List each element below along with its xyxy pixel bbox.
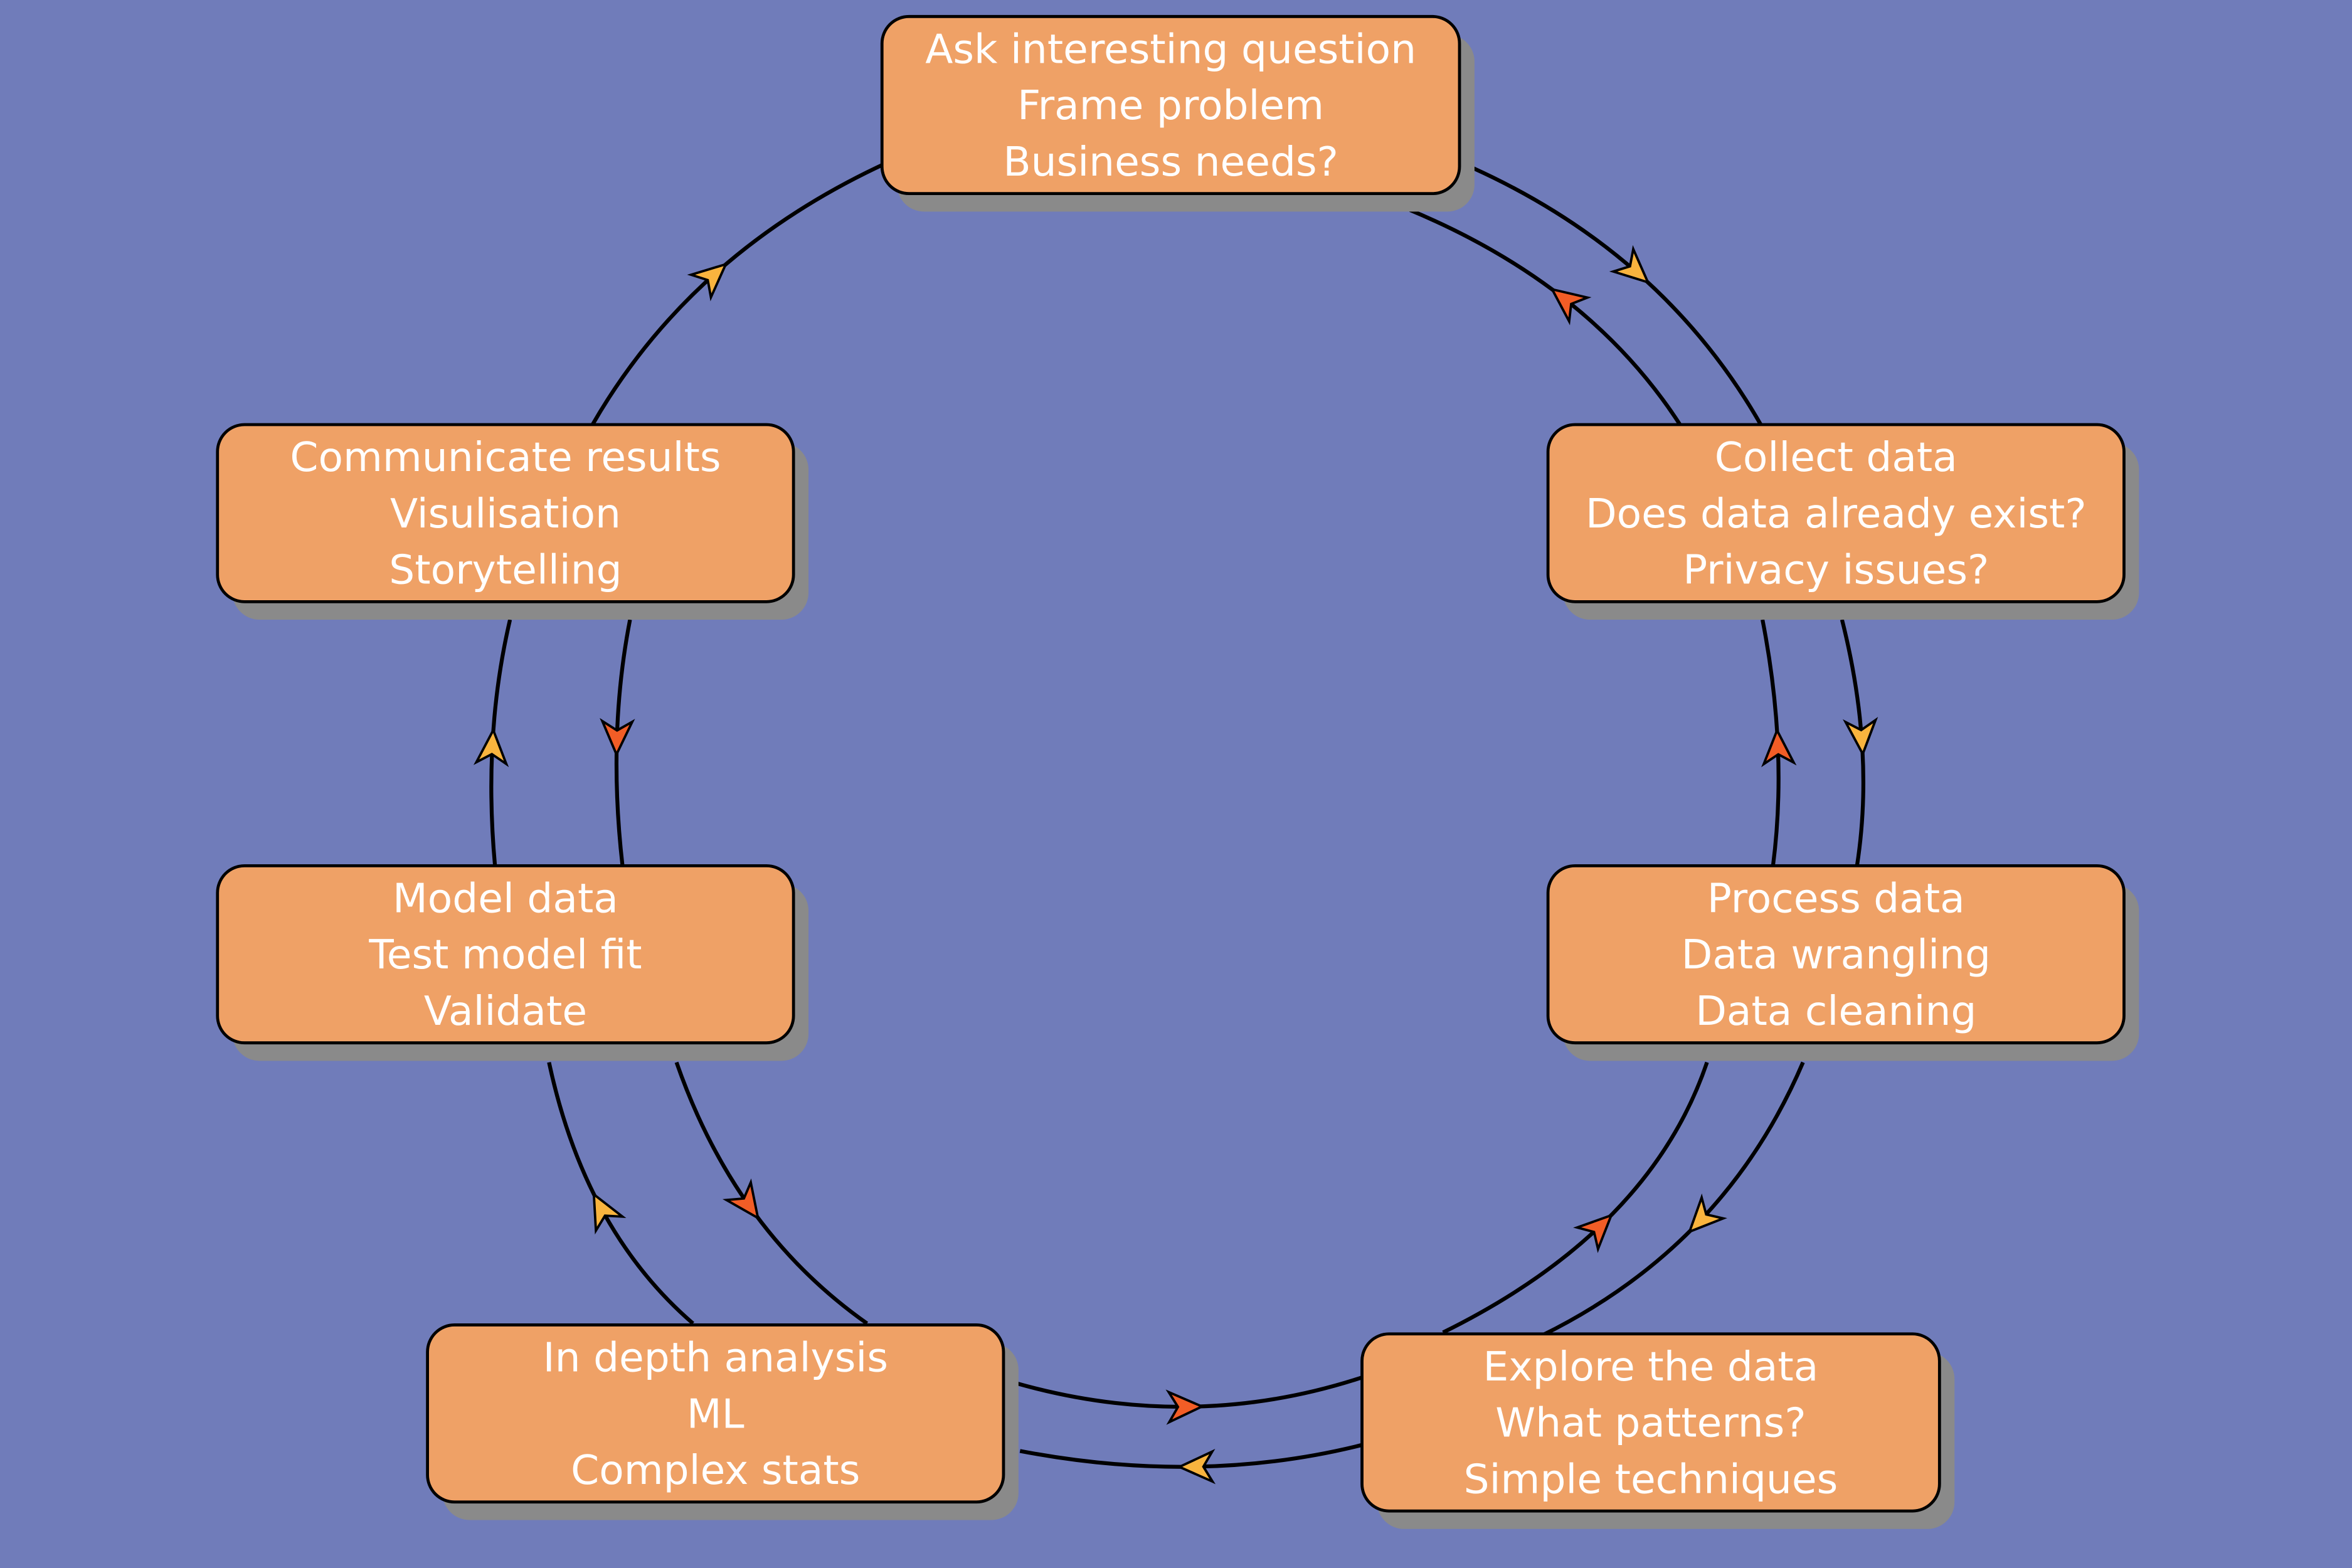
node-label-line: Model data	[393, 876, 618, 923]
node-label-line: Explore the data	[1483, 1343, 1819, 1391]
node-label-line: Frame problem	[1017, 82, 1324, 129]
node-label-line: Data wrangling	[1682, 931, 1991, 978]
node-box	[216, 423, 795, 603]
node-box	[1360, 1332, 1941, 1513]
node-label-line: Storytelling	[389, 547, 622, 594]
edge-collect-to-ask	[1409, 208, 1682, 426]
backward-arrowhead-icon	[1165, 1389, 1205, 1425]
node-label-line: Process data	[1707, 876, 1965, 923]
backward-arrowhead-icon	[600, 718, 635, 758]
node-label-line: Ask interesting question	[925, 26, 1416, 73]
node-label-line: Complex stats	[571, 1447, 860, 1494]
node-box	[216, 864, 795, 1045]
node-label-line: Data cleaning	[1695, 988, 1976, 1035]
forward-arrowhead-icon	[1687, 1193, 1727, 1234]
edge-ask-to-collect	[1472, 166, 1764, 429]
node-label-line: Privacy issues?	[1683, 547, 1989, 594]
node-label-line: Collect data	[1715, 434, 1957, 481]
node-label-line: Does data already exist?	[1586, 490, 2087, 538]
backward-arrowhead-icon	[722, 1178, 760, 1221]
forward-arrowhead-icon	[687, 262, 728, 302]
node-box	[880, 14, 1461, 196]
forward-arrowhead-icon	[1843, 717, 1878, 757]
edge-analysis-to-model	[547, 1062, 694, 1325]
node-label-line: ML	[687, 1391, 744, 1438]
forward-arrowhead-icon	[1609, 245, 1650, 285]
edge-communicate-to-ask	[590, 163, 883, 426]
arrowheads-layer	[473, 245, 1878, 1485]
forward-arrowhead-icon	[473, 727, 509, 768]
node-label-line: What patterns?	[1495, 1400, 1806, 1447]
edge-model-to-analysis	[674, 1061, 869, 1325]
node-label-line: In depth analysis	[543, 1335, 888, 1382]
node-communicate: Communicate resultsVisulisationStorytell…	[216, 423, 809, 620]
node-label-line: Business needs?	[1003, 139, 1338, 186]
node-label-line: Visulisation	[390, 490, 621, 538]
forward-arrowhead-icon	[592, 1192, 627, 1235]
edge-explore-to-process	[1442, 1061, 1709, 1335]
node-label-line: Validate	[424, 988, 587, 1035]
backward-arrowhead-icon	[1573, 1213, 1614, 1253]
node-box	[1546, 864, 2126, 1045]
edge-process-to-explore	[1541, 1061, 1805, 1337]
node-box	[1546, 423, 2126, 603]
backward-arrowhead-icon	[1761, 727, 1797, 768]
node-label-line: Test model fit	[368, 931, 642, 978]
node-label-line: Communicate results	[290, 434, 721, 481]
node-label-line: Simple techniques	[1464, 1456, 1838, 1503]
node-box	[426, 1323, 1005, 1504]
forward-arrowhead-icon	[1176, 1449, 1216, 1485]
links-layer	[489, 163, 1866, 1469]
backward-arrowhead-icon	[1550, 287, 1592, 326]
